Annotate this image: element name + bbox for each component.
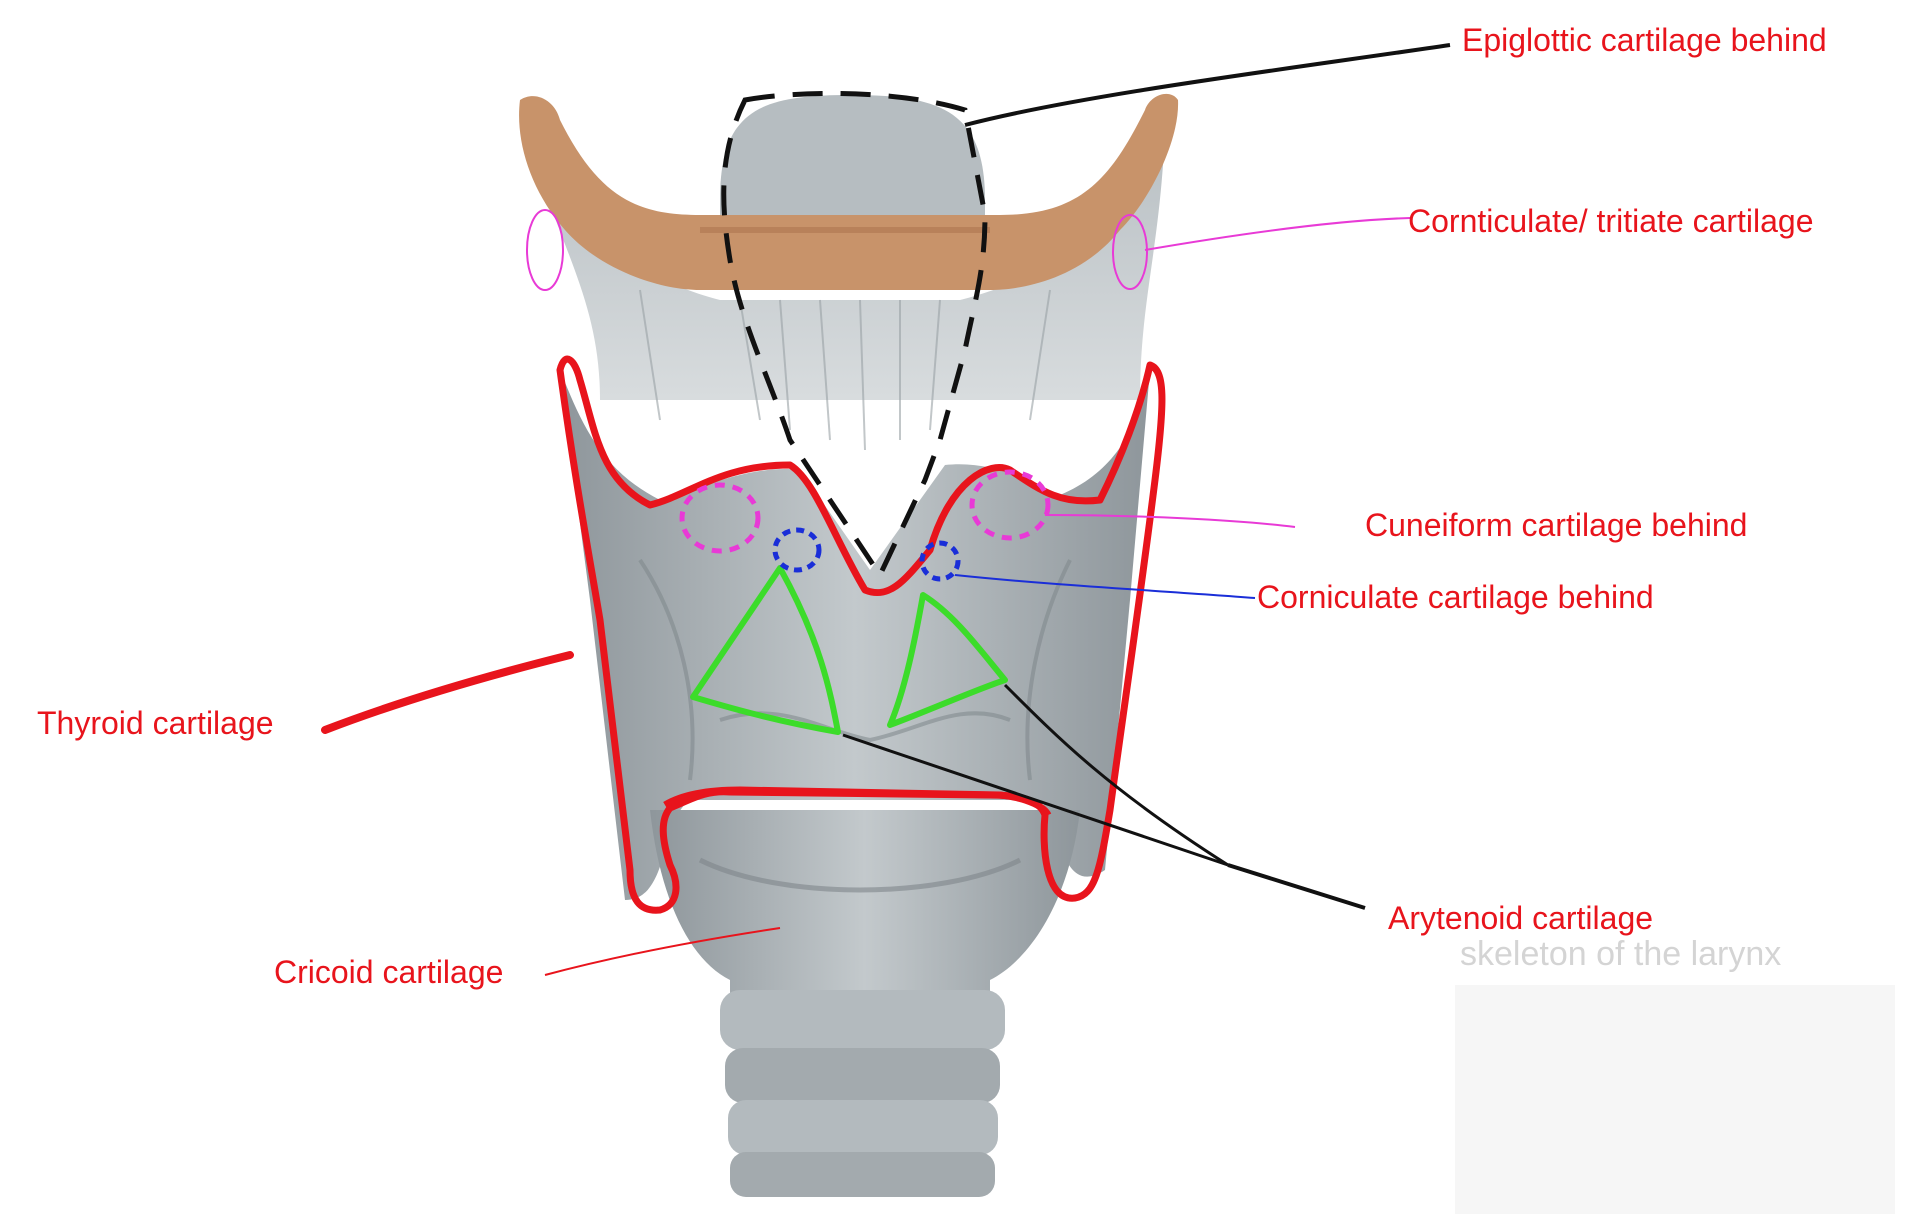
- hyoid-bone: [519, 93, 1179, 290]
- leader-triticeate: [1144, 217, 1411, 251]
- label-arytenoid-cartilage: Arytenoid cartilage: [1388, 900, 1653, 936]
- arytenoid-outline-right: [887, 592, 1008, 728]
- leader-arytenoid-right: [1003, 683, 1229, 867]
- label-triticeate-cartilage: Cornticulate/ tritiate cartilage: [1408, 203, 1814, 239]
- cricoid-outline: [663, 786, 1052, 817]
- leader-cuneiform: [1044, 514, 1296, 528]
- label-cuneiform-cartilage: Cuneiform cartilage behind: [1365, 507, 1747, 543]
- larynx-illustration: [519, 93, 1179, 1197]
- leader-corniculate: [954, 574, 1256, 599]
- leader-arytenoid-left: [842, 733, 1229, 867]
- leader-arytenoid-main: [1227, 863, 1366, 910]
- leader-epiglottic: [964, 43, 1451, 127]
- label-thyroid-cartilage: Thyroid cartilage: [37, 705, 274, 741]
- leader-thyroid: [321, 651, 574, 734]
- epiglottis-tip: [720, 95, 985, 230]
- thyroid-cartilage-body: [560, 370, 1150, 900]
- triticeate-outline-left: [526, 209, 564, 291]
- cuneiform-outline-left: [679, 482, 761, 554]
- label-corniculate-cartilage: Corniculate cartilage behind: [1257, 579, 1654, 615]
- leader-cricoid: [544, 927, 781, 976]
- label-epiglottic-cartilage: Epiglottic cartilage behind: [1462, 22, 1827, 58]
- trachea: [720, 990, 1005, 1197]
- epiglottis-dashed-outline: [721, 90, 988, 581]
- corniculate-outline-left: [772, 527, 822, 573]
- label-cricoid-cartilage: Cricoid cartilage: [274, 954, 503, 990]
- watermark-text: skeleton of the larynx: [1460, 935, 1781, 973]
- thyrohyoid-membrane: [525, 130, 1165, 400]
- arytenoid-outline-left: [690, 565, 841, 735]
- thyroid-outline: [556, 355, 1166, 914]
- watermark: skeleton of the larynx: [1455, 935, 1895, 1214]
- corniculate-outline-right: [919, 540, 961, 582]
- cuneiform-outline-right: [969, 469, 1051, 541]
- cricoid-body: [650, 810, 1080, 1000]
- triticeate-outline-right: [1112, 214, 1148, 290]
